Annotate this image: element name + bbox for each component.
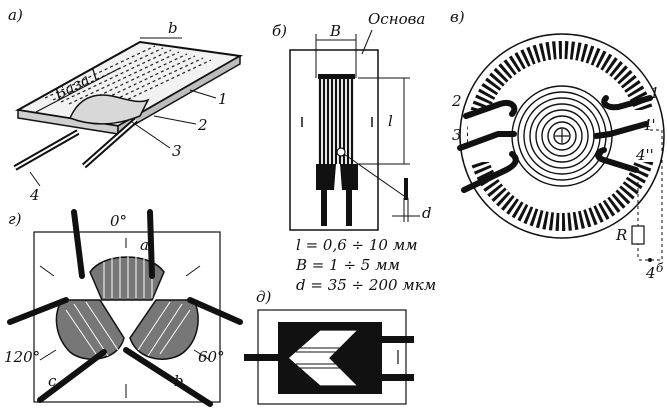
panel-g-axis-marks xyxy=(39,238,211,398)
panel-g-sector-c: c xyxy=(48,372,57,390)
panel-v-leads xyxy=(457,95,653,193)
panel-b-tag: б) xyxy=(272,22,287,40)
panel-g-tag: г) xyxy=(8,210,22,228)
panel-g-sector-b: b xyxy=(174,372,184,390)
panel-v-callout-4p: 4' xyxy=(641,116,656,134)
panel-g-angle-0: 0° xyxy=(110,212,127,230)
panel-b-substrate xyxy=(289,49,379,231)
panel-b-lead-left xyxy=(321,190,327,226)
panel-g: г) xyxy=(4,209,243,407)
panel-a-substrate-front xyxy=(117,54,241,136)
panel-a-callout-1: 1 xyxy=(218,90,228,108)
panel-a-leader-1 xyxy=(189,89,217,99)
panel-g-angle-60: 60° xyxy=(198,348,225,366)
panel-a-callout-3: 3 xyxy=(172,142,182,160)
panel-b-base-leader xyxy=(361,29,373,55)
panel-b-base-label: Основа xyxy=(368,10,425,28)
panel-d-lead-left xyxy=(244,354,280,361)
panel-a-base-arrow xyxy=(35,67,121,113)
panel-a-callout-2: 2 xyxy=(197,116,208,134)
panel-d: д) xyxy=(244,288,414,405)
panel-v-callout-4pp: 4'' xyxy=(635,146,654,164)
panel-b-dim-l: l xyxy=(388,112,393,130)
panel-g-angle-120: 120° xyxy=(4,348,40,366)
panel-a-callout-4: 4 xyxy=(29,186,40,204)
panel-b-formula-l: l = 0,6 ÷ 10 мм xyxy=(296,236,418,254)
panel-g-leads xyxy=(7,209,243,407)
panel-g-lobe-b xyxy=(129,299,199,360)
panel-g-lobe-a xyxy=(89,256,165,301)
panel-a-leader-3 xyxy=(131,121,171,149)
panel-b-grid xyxy=(318,78,354,164)
panel-g-hatch xyxy=(65,256,191,357)
panel-b-joint xyxy=(336,147,346,157)
panel-b-pad-left xyxy=(316,164,336,190)
panel-b-formula-d: d = 35 ÷ 200 мкм xyxy=(296,276,436,294)
panel-a-lead-1-core xyxy=(14,131,79,169)
panel-v: в) 1 2 3 4' 4'' xyxy=(450,8,665,282)
panel-b-formula-B: B = 1 ÷ 5 мм xyxy=(295,256,400,274)
panel-v-circuit xyxy=(636,129,663,261)
panel-v-node-label: 4 xyxy=(645,264,656,282)
panel-v-tag: в) xyxy=(450,8,465,26)
panel-v-callout-1: 1 xyxy=(650,84,660,102)
panel-a-leader-2 xyxy=(153,115,197,125)
panel-a-dim-b: b xyxy=(168,19,178,37)
panel-b-wire-leader xyxy=(343,153,405,197)
panel-v-resistor xyxy=(631,225,645,245)
panel-v-node-dot xyxy=(648,258,652,262)
panel-v-resistor-label: R xyxy=(615,226,627,244)
panel-v-callout-3: 3 xyxy=(452,126,462,144)
panel-d-chevron xyxy=(287,329,360,387)
panel-a: а) b База l 1 2 xyxy=(8,6,244,204)
panel-d-tag: д) xyxy=(256,288,272,306)
panel-b-pad-right xyxy=(340,164,358,190)
panel-b-dim-d: d xyxy=(422,204,432,222)
panel-v-callout-2: 2 xyxy=(451,92,462,110)
panel-a-leader-4 xyxy=(29,171,41,187)
panel-a-adhesive xyxy=(68,94,150,125)
panel-a-lead-2-core xyxy=(83,119,137,167)
panel-v-node-sup: б xyxy=(656,261,664,275)
panel-d-chevron-hatch xyxy=(296,347,342,369)
panel-d-lead-right-top xyxy=(380,336,414,343)
panel-b: б) Основа B xyxy=(272,10,436,294)
panel-g-sector-a: a xyxy=(140,236,149,254)
panel-b-grid-top-bar xyxy=(318,74,355,79)
panel-b-dim-B: B xyxy=(329,22,341,40)
panel-b-wire-section xyxy=(404,178,408,200)
panel-a-tag: а) xyxy=(8,6,23,24)
panel-d-lead-right-bottom xyxy=(380,374,414,381)
panel-b-lead-right xyxy=(346,190,352,226)
panel-g-lobes xyxy=(55,256,199,360)
